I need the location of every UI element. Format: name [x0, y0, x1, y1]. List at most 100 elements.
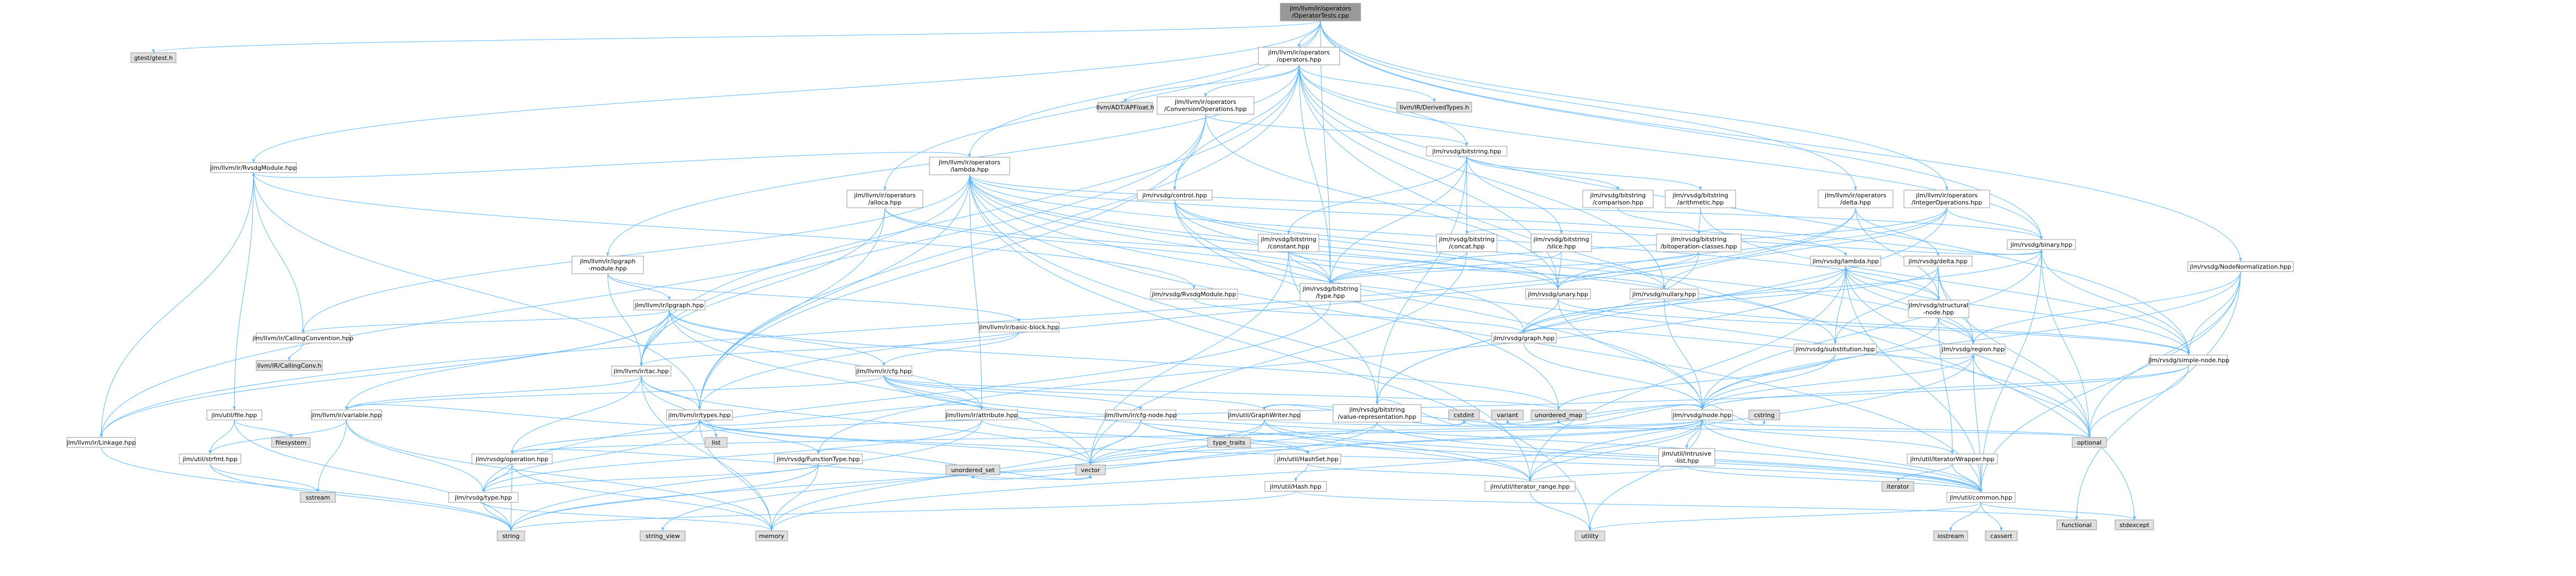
- node-intrusive-list[interactable]: jlm/util/intrusive-list.hpp: [1658, 448, 1715, 467]
- node-label: functional: [2062, 522, 2092, 529]
- dependency-edge: [1375, 156, 1467, 405]
- node-label: jlm/llvm/ir/ipgraph: [579, 258, 635, 265]
- dependency-edge: [482, 419, 700, 493]
- node-rvsdgmodule-llvm[interactable]: jlm/llvm/ir/RvsdgModule.hpp: [210, 162, 297, 173]
- node-box: [633, 300, 706, 311]
- node-cstring: cstring: [1748, 409, 1780, 420]
- dependency-edge: [1834, 265, 1939, 345]
- node-delta-llvm[interactable]: jlm/llvm/ir/operators/delta.hpp: [1818, 190, 1894, 208]
- dependency-edge: [770, 463, 819, 531]
- node-label: llvm/IR/CallingConv.h: [257, 362, 322, 369]
- node-structural-node[interactable]: jlm/rvsdg/structural-node.hpp: [1908, 300, 1969, 318]
- node-box: [1426, 146, 1507, 157]
- node-conversion-ops[interactable]: jlm/llvm/ir/operators/ConversionOperatio…: [1157, 96, 1254, 115]
- node-attribute-hpp[interactable]: jlm/llvm/ir/attribute.hpp: [945, 409, 1018, 420]
- node-alloca-llvm[interactable]: jlm/llvm/ir/operators/alloca.hpp: [846, 190, 923, 208]
- node-intops-llvm[interactable]: jlm/llvm/ir/operators/IntegerOperations.…: [1903, 190, 1990, 208]
- node-bs-comparison[interactable]: jlm/rvsdg/bitstring/comparison.hpp: [1582, 190, 1654, 208]
- node-node-hpp[interactable]: jlm/rvsdg/node.hpp: [1671, 409, 1733, 420]
- node-box: [640, 530, 686, 541]
- node-lambda-llvm[interactable]: jlm/llvm/ir/operators/lambda.hpp: [929, 157, 1010, 175]
- node-linkage[interactable]: jlm/llvm/ir/Linkage.hpp: [66, 437, 136, 448]
- node-box: [1258, 47, 1340, 65]
- node-string-view: string_view: [640, 530, 686, 541]
- node-label: jlm/llvm/ir/CallingConvention.hpp: [252, 335, 354, 342]
- node-rvsdg-rvsdgmodule[interactable]: jlm/rvsdg/RvsdgModule.hpp: [1150, 289, 1238, 300]
- dependency-edge: [969, 174, 1526, 334]
- node-graph-hpp[interactable]: jlm/rvsdg/graph.hpp: [1491, 333, 1557, 344]
- node-hashset[interactable]: jlm/util/HashSet.hpp: [1274, 453, 1341, 464]
- dependency-edge: [1617, 207, 1700, 235]
- node-label: unordered_map: [1535, 412, 1583, 419]
- node-box: [929, 157, 1010, 175]
- node-label: cassert: [1990, 533, 2013, 540]
- node-util-file[interactable]: jlm/util/file.hpp: [206, 409, 262, 420]
- node-simple-node[interactable]: jlm/rvsdg/simple-node.hpp: [2148, 355, 2230, 365]
- dependency-edge: [1686, 466, 1983, 493]
- node-functiontype[interactable]: jlm/rvsdg/FunctionType.hpp: [774, 453, 863, 464]
- dependency-edge: [1329, 156, 1467, 284]
- node-bs-type[interactable]: jlm/rvsdg/bitstring/type.hpp: [1300, 283, 1361, 302]
- node-util-hash[interactable]: jlm/util/Hash.hpp: [1264, 481, 1327, 492]
- node-region-hpp[interactable]: jlm/rvsdg/region.hpp: [1941, 344, 2006, 355]
- node-label: jlm/util/Hash.hpp: [1269, 483, 1322, 490]
- node-tac-hpp[interactable]: jlm/llvm/ir/tac.hpp: [611, 365, 671, 376]
- node-label: memory: [759, 533, 784, 540]
- node-rvsdg-operation[interactable]: jlm/rvsdg/operation.hpp: [471, 453, 553, 464]
- node-cfg-node[interactable]: jlm/llvm/ir/cfg-node.hpp: [1104, 409, 1177, 420]
- node-iterator-wrapper[interactable]: jlm/util/IteratorWrapper.hpp: [1907, 453, 1998, 464]
- node-variable-hpp[interactable]: jlm/llvm/ir/variable.hpp: [311, 409, 382, 420]
- node-control-hpp[interactable]: jlm/rvsdg/control.hpp: [1137, 190, 1213, 201]
- dependency-edge: [884, 207, 1560, 290]
- node-substitution[interactable]: jlm/rvsdg/substitution.hpp: [1793, 344, 1877, 355]
- dependency-edge: [511, 463, 773, 531]
- dependency-edge: [1845, 265, 2190, 356]
- node-iterator-range[interactable]: jlm/util/iterator_range.hpp: [1484, 481, 1576, 492]
- node-rvsdg-delta[interactable]: jlm/rvsdg/delta.hpp: [1903, 256, 1973, 267]
- node-box: [1656, 234, 1742, 252]
- node-box: [1137, 190, 1213, 201]
- dependency-edge: [1124, 64, 1300, 103]
- node-strfmt[interactable]: jlm/util/strfmt.hpp: [179, 453, 241, 464]
- node-rvsdg-lambda[interactable]: jlm/rvsdg/lambda.hpp: [1810, 256, 1881, 267]
- node-nullary-hpp[interactable]: jlm/rvsdg/nullary.hpp: [1630, 289, 1699, 300]
- node-bs-concat[interactable]: jlm/rvsdg/bitstring/concat.hpp: [1436, 234, 1498, 252]
- node-bitstring-hpp[interactable]: jlm/rvsdg/bitstring.hpp: [1426, 146, 1507, 157]
- node-bs-bitop[interactable]: jlm/rvsdg/bitstring/bitoperation-classes…: [1656, 234, 1742, 252]
- dependency-edge: [1973, 353, 2091, 438]
- node-util-common[interactable]: jlm/util/common.hpp: [1946, 492, 2016, 503]
- node-binary-hpp[interactable]: jlm/rvsdg/binary.hpp: [2007, 239, 2076, 250]
- node-box: [755, 530, 788, 541]
- node-box: [1748, 409, 1780, 420]
- node-bs-constant[interactable]: jlm/rvsdg/bitstring/constant.hpp: [1258, 234, 1319, 252]
- node-box: [471, 453, 553, 464]
- dependency-edge: [1528, 466, 1687, 482]
- dependency-edge: [483, 502, 773, 531]
- node-ipgraph-hpp[interactable]: jlm/llvm/ir/ipgraph.hpp: [633, 300, 706, 311]
- node-label: gtest/gtest.h: [134, 54, 173, 62]
- node-bs-value-repr[interactable]: jlm/rvsdg/bitstring/value-representation…: [1333, 404, 1422, 423]
- dependency-edge: [1845, 265, 1983, 493]
- node-root[interactable]: jlm/llvm/ir/operators/OperatorTests.cpp: [1280, 3, 1361, 21]
- dependency-edge: [100, 172, 254, 438]
- node-unary-hpp[interactable]: jlm/rvsdg/unary.hpp: [1525, 289, 1591, 300]
- node-bs-slice[interactable]: jlm/rvsdg/bitstring/slice.hpp: [1531, 234, 1592, 252]
- node-label: /lambda.hpp: [950, 166, 988, 173]
- node-basic-block[interactable]: jlm/llvm/ir/basic-block.hpp: [978, 322, 1060, 333]
- node-operators-hpp[interactable]: jlm/llvm/ir/operators/operators.hpp: [1258, 47, 1340, 65]
- node-cfg-hpp[interactable]: jlm/llvm/ir/cfg.hpp: [855, 365, 912, 376]
- node-ipgraph-module[interactable]: jlm/llvm/ir/ipgraph-module.hpp: [571, 256, 644, 274]
- dependency-edge: [1973, 353, 1983, 493]
- node-nodenormalization[interactable]: jlm/rvsdg/NodeNormalization.hpp: [2187, 261, 2294, 272]
- node-box: [1105, 409, 1176, 420]
- node-bs-arithmetic[interactable]: jlm/rvsdg/bitstring/arithmetic.hpp: [1665, 190, 1736, 208]
- dependency-edge: [2075, 271, 2241, 520]
- node-types-llvm[interactable]: jlm/llvm/ir/types.hpp: [666, 409, 733, 420]
- node-label: jlm/rvsdg/bitstring: [1302, 285, 1358, 292]
- node-rvsdg-type[interactable]: jlm/rvsdg/type.hpp: [448, 492, 519, 503]
- node-box: [611, 365, 671, 376]
- node-callingconv[interactable]: jlm/llvm/ir/CallingConvention.hpp: [252, 333, 354, 344]
- node-graphwriter[interactable]: jlm/util/GraphWriter.hpp: [1228, 409, 1301, 420]
- node-iostream: iostream: [1933, 530, 1968, 541]
- node-label: jlm/rvsdg/operation.hpp: [475, 456, 548, 463]
